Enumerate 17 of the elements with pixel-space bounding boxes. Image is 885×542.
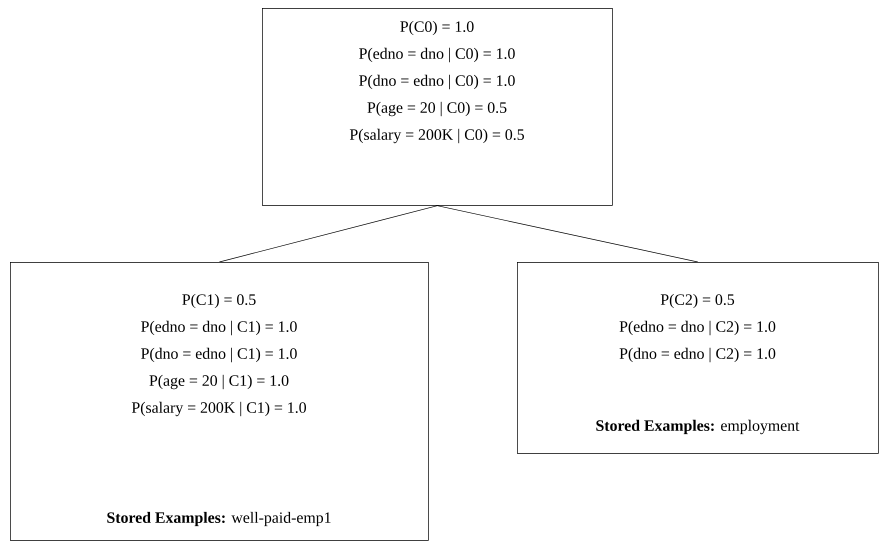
connector-line xyxy=(437,205,698,262)
probability-text: P(C2) = 0.5 xyxy=(660,294,734,308)
probability-text: P(age = 20 | C0) = 0.5 xyxy=(367,102,506,116)
stored-examples-text: Stored Examples: well-paid-emp1 xyxy=(107,512,331,526)
probability-text: P(age = 20 | C1) = 1.0 xyxy=(149,374,288,390)
probability-text: P(edno = dno | C2) = 1.0 xyxy=(620,320,776,336)
probability-text: P(C1) = 0.5 xyxy=(182,294,256,308)
probability-text: P(edno = dno | C1) = 1.0 xyxy=(141,320,297,336)
probability-text: P(dno = edno | C2) = 1.0 xyxy=(620,348,776,362)
stored-examples-text: Stored Examples: employment xyxy=(596,420,800,434)
probability-text: P(salary = 200K | C1) = 1.0 xyxy=(132,402,306,416)
probability-text: P(salary = 200K | C0) = 0.5 xyxy=(350,128,524,144)
probability-text: P(C0) = 1.0 xyxy=(400,20,474,36)
probability-text: P(edno = dno | C0) = 1.0 xyxy=(359,48,515,62)
probability-text: P(dno = edno | C0) = 1.0 xyxy=(359,74,515,90)
connector-line xyxy=(219,205,438,262)
probability-text: P(dno = edno | C1) = 1.0 xyxy=(141,348,297,362)
